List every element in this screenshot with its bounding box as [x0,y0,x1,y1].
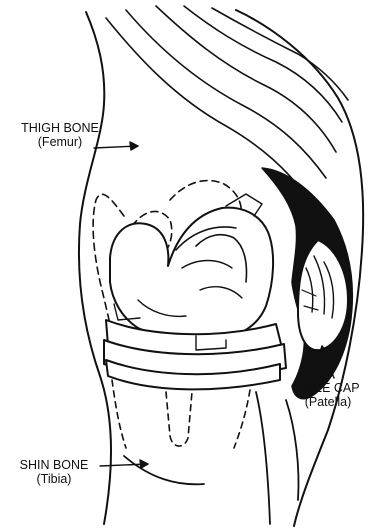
tibia-label-name: SHIN BONE [12,458,96,472]
tibia-arrowhead [140,460,148,468]
tibia-label-detail: (Tibia) [12,472,96,486]
patella-label-detail: (Patella) [282,395,374,409]
patella-label-name: KNEE CAP [282,381,374,395]
lower-leg-lines [124,392,299,524]
tibia-stem-dashed [112,380,250,448]
femur-label-name: THIGH BONE [14,121,106,135]
femur-label-detail: (Femur) [14,135,106,149]
thigh-tissue-lines [106,6,348,214]
tibia-label: SHIN BONE (Tibia) [12,458,96,486]
femur-arrowhead [130,142,138,150]
femur-label: THIGH BONE (Femur) [14,121,106,149]
patella-label: KNEE CAP (Patella) [282,381,374,409]
